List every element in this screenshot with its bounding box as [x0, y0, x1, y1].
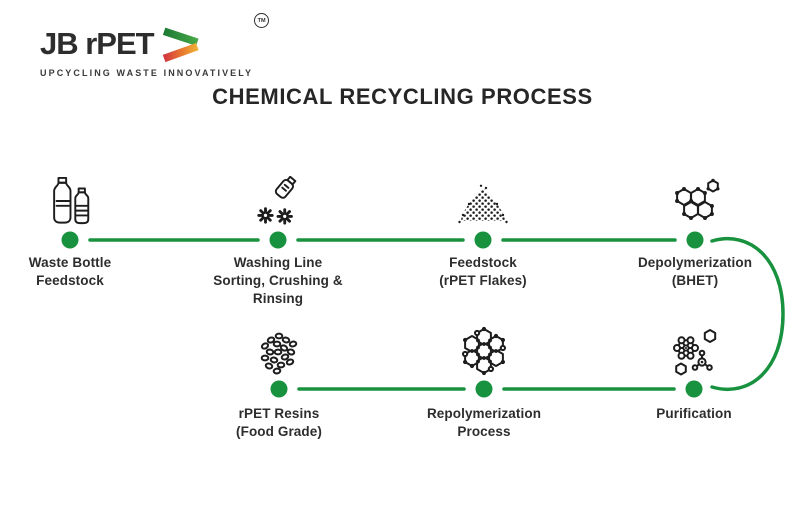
resin-pellets-icon: [254, 327, 304, 377]
process-node: [474, 231, 492, 249]
process-node: [685, 380, 703, 398]
step-washing-line: Washing Line Sorting, Crushing & Rinsing: [188, 176, 368, 308]
logo: JB rPET TM UPCYCLING WASTE INNOVATIVELY: [40, 13, 270, 78]
brand-name: JB rPET: [40, 25, 155, 61]
step-purification: Purification: [604, 327, 784, 423]
step-label: Repolymerization Process: [426, 406, 542, 439]
step-feedstock-flakes: Feedstock (rPET Flakes): [393, 176, 573, 290]
process-node: [61, 231, 79, 249]
molecule-cluster-icon: [667, 176, 723, 226]
polymer-honeycomb-icon: [458, 326, 510, 377]
process-node: [475, 380, 493, 398]
process-node: [686, 231, 704, 249]
step-waste-bottle-feedstock: Waste Bottle Feedstock: [0, 176, 160, 290]
step-label: Depolymerization (BHET): [637, 255, 753, 288]
trademark-badge: TM: [254, 13, 270, 28]
step-label: rPET Resins (Food Grade): [236, 406, 322, 439]
logo-row: JB rPET TM: [40, 13, 270, 64]
page-title: CHEMICAL RECYCLING PROCESS: [212, 84, 593, 109]
connector-curve: [710, 237, 785, 391]
step-label: Feedstock (rPET Flakes): [439, 255, 527, 288]
bottle-crushing-icon: [252, 176, 304, 226]
step-repolymerization: Repolymerization Process: [394, 326, 574, 441]
purification-molecule-icon: [667, 327, 721, 377]
plastic-bottles-icon: [45, 176, 95, 226]
logo-tagline: UPCYCLING WASTE INNOVATIVELY: [40, 68, 254, 78]
brand-chevron-icon: [162, 27, 199, 63]
step-depolymerization: Depolymerization (BHET): [605, 176, 785, 290]
process-node: [269, 231, 287, 249]
flakes-pile-icon: [457, 176, 509, 226]
process-node: [270, 380, 288, 398]
step-rpet-resins: rPET Resins (Food Grade): [189, 327, 369, 441]
step-label: Waste Bottle Feedstock: [28, 255, 112, 288]
step-label: Washing Line Sorting, Crushing & Rinsing: [213, 255, 343, 306]
step-label: Purification: [656, 406, 732, 421]
